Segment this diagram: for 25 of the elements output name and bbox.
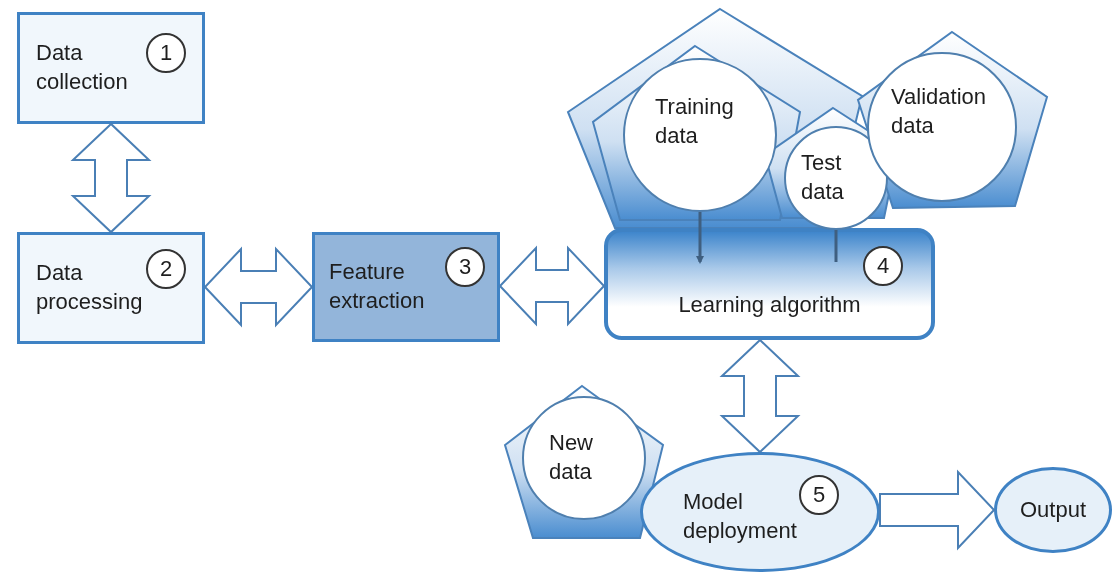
double-block-arrow bbox=[879, 469, 996, 551]
step-number: 1 bbox=[146, 33, 186, 73]
double-block-arrow bbox=[203, 246, 314, 328]
process-box bbox=[604, 228, 935, 340]
double-block-arrow bbox=[498, 245, 606, 327]
node-label: New data bbox=[549, 429, 594, 486]
double-block-arrow bbox=[719, 338, 801, 454]
process-box bbox=[17, 12, 205, 124]
process-box bbox=[312, 232, 500, 342]
double-block-arrow bbox=[70, 122, 152, 234]
step-number: 3 bbox=[445, 247, 485, 287]
node-label: Model deployment bbox=[683, 488, 798, 545]
node-label: Training data bbox=[655, 93, 735, 150]
node-label: Data collection bbox=[36, 39, 129, 96]
data-circle bbox=[522, 396, 646, 520]
step-number: 2 bbox=[146, 249, 186, 289]
node-label: Output bbox=[1019, 495, 1086, 524]
step-number: 5 bbox=[799, 475, 839, 515]
node-label: Learning algorithm bbox=[678, 291, 861, 320]
arrow bbox=[696, 212, 704, 264]
node-label: Validation data bbox=[891, 83, 987, 140]
node-label: Test data bbox=[801, 149, 845, 206]
node-label: Feature extraction bbox=[329, 258, 426, 315]
step-number: 4 bbox=[863, 246, 903, 286]
process-box bbox=[17, 232, 205, 344]
